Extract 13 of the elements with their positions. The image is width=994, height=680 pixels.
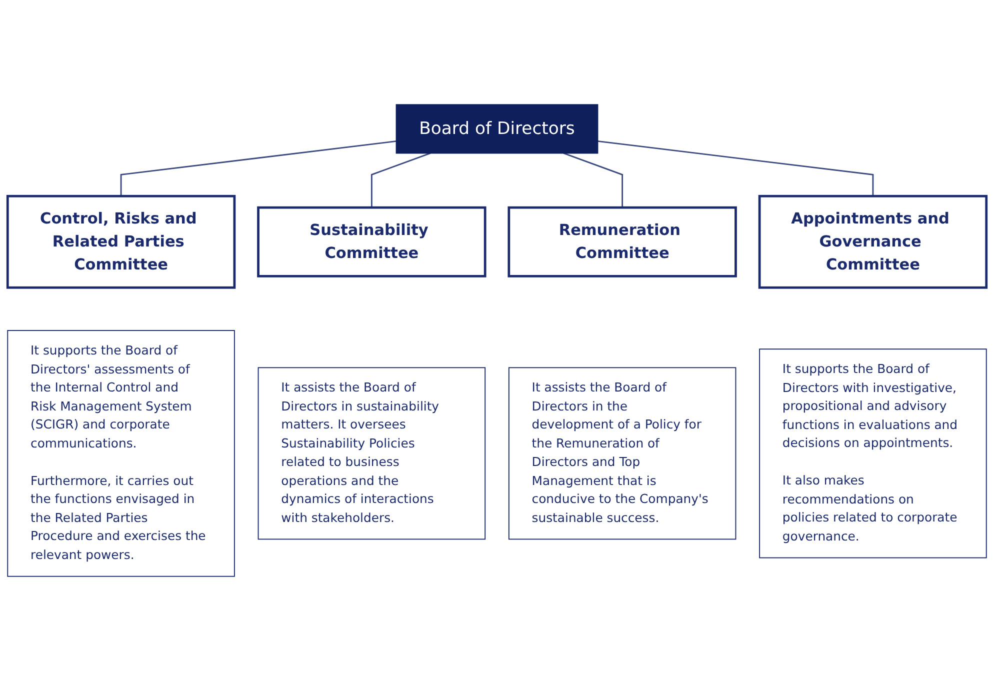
connector [120, 140, 396, 196]
node-box: Remuneration Committee [508, 206, 737, 277]
node-box: Board of Directors [396, 104, 598, 154]
node-box: Sustainability Committee [257, 206, 486, 277]
node-box: Control, Risks and Related Parties Committee [6, 194, 236, 288]
node-box: It supports the Board of Directors' assessments of the Internal Control and Risk Management System (SCIGR) and corporate communications. Furthermore, it carries out the functions envisaged in the Related Parties Procedure and exercises the relevant powers. [7, 330, 235, 576]
connector [563, 152, 624, 208]
node-box: It assists the Board of Directors in sustainability matters. It oversees Sustainability Policies related to business operations and the dynamics of interactions with stakeholders. [258, 366, 486, 540]
node-box: It assists the Board of Directors in the development of a Policy for the Remuneration of Directors and Top Management that is conducive to the Company's sustainable success. [508, 366, 736, 540]
node-box: It supports the Board of Directors with investigative, propositional and advisory functions in evaluations and decisions on appointments. It also makes recommendations on policies related to corporate governance. [759, 348, 987, 558]
node-box: Appointments and Governance Committee [758, 194, 988, 288]
connector [370, 152, 431, 208]
connector [598, 140, 874, 196]
